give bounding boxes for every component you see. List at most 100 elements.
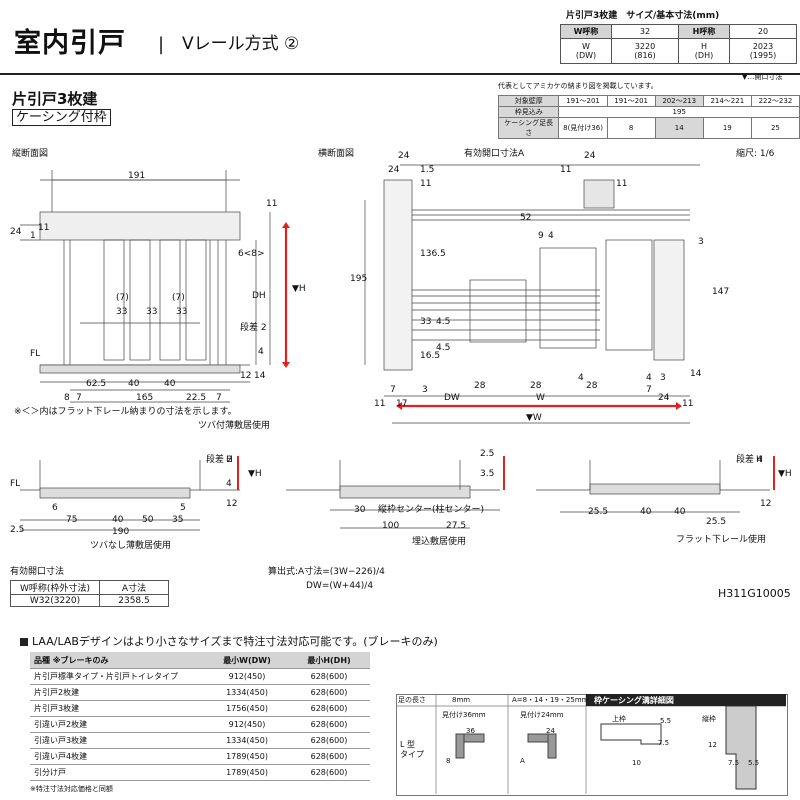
frame-cell: 25 [750,117,800,139]
dim-dw: DW [444,393,460,403]
dim-7-5: 7.5 [728,759,740,767]
min-size-table: 品種 ※ブレーキのみ 最小W(DW) 最小H(DH) 片引戸標準タイプ・片引戸ト… [30,652,370,781]
upper-frame-label: 上枠 [612,715,626,723]
dim-4-5: 4.5 [436,317,451,327]
dim-7: 7 [76,393,82,403]
dim-191: 191 [128,171,146,181]
arrow-left-icon [396,402,402,410]
step-label: 段差 2 [206,455,233,465]
scale-label: 縮尺: 1/6 [736,149,775,159]
bullet-square-icon [20,638,28,646]
dim-62-5: 62.5 [86,379,107,389]
dim-6: 6 [52,503,58,513]
page-title: 室内引戸 [14,28,126,59]
size-caption: 片引戸3枚建 サイズ/基本寸法(mm) [566,11,720,21]
dim-9: 9 [538,231,544,241]
mitsuke-36-label: 見付け36mm [442,711,486,719]
frame-table: 対象壁厚 191〜201 191〜201 202〜213 214〜221 222… [497,95,800,139]
dim-11: 11 [38,223,50,233]
dim-24: 24 [388,165,400,175]
step-label: 段差 4 [736,455,763,465]
dim-28: 28 [530,381,542,391]
dim-33: 33 [146,307,158,317]
dim-w: W [536,393,545,403]
vertical-section-label: 縦断面図 [12,149,49,159]
min-header: 最小H(DH) [288,652,370,669]
dim-11: 11 [374,399,386,409]
frame-cell: 222〜232 [750,95,800,107]
effective-table: W呼称(枠外寸法)A寸法 W32(3220)2358.5 [10,580,169,607]
dim-2-5: 2.5 [10,525,25,535]
h-sub-label: H (DH) [678,38,730,64]
dim-6-8: 6<8> [238,249,265,259]
dim-4: 4 [226,479,232,489]
small-c-caption: フラット下レール使用 [676,535,767,545]
dim-4: 4 [548,231,554,241]
dim-11: 11 [616,179,628,189]
effective-caption: 有効開口寸法 [10,567,65,577]
dim-1-5: 1.5 [420,165,435,175]
formula-line-2: DW=(W+44)/4 [306,581,374,591]
dim-25-5: 25.5 [706,517,727,527]
dim-16-5: 16.5 [420,351,441,361]
step-label: 段差 2 [240,323,267,333]
dim-24: 24 [398,151,410,161]
dim-24: 24 [10,227,22,237]
dim-147: 147 [712,287,730,297]
dim-4-5: 4.5 [436,343,451,353]
dim-h: ▼H [248,469,262,479]
frame-note: 代表としてアミカケの納まり図を掲載しています。 [498,82,658,90]
dim-3: 3 [422,385,428,395]
dim-52: 52 [520,213,532,223]
dim-11: 11 [682,399,694,409]
dim-40: 40 [164,379,176,389]
dim-165: 165 [136,393,154,403]
dim-5-5: 5.5 [660,717,672,725]
dim-14: 14 [690,369,702,379]
dim-24: 24 [584,151,596,161]
effective-col1-header: W呼称(枠外寸法) [10,580,100,595]
dim-h: H [226,455,233,465]
dim-40: 40 [128,379,140,389]
dim-1: 1 [30,231,36,241]
floor-line-label: FL [10,479,21,489]
dim-195: 195 [350,274,368,284]
block-title: 片引戸3枚建 [12,90,98,108]
dim-40: 40 [640,507,652,517]
dim-50: 50 [142,515,154,525]
w-label: W呼称 [560,24,612,39]
dim-36: 36 [466,727,475,735]
min-size-note: ※特注寸法対応価格と同額 [30,785,113,793]
dim-a: A [520,757,525,765]
block-subtitle: ケーシング付枠 [12,109,111,126]
dim-75: 75 [66,515,78,525]
h-sub-value: 2023 (1995) [729,38,797,64]
vertical-caption: ツバ付薄敷居使用 [198,421,271,431]
w-sub-value: 3220 (816) [611,38,679,64]
small-sections [20,460,770,531]
dim-8: 8 [64,393,70,403]
dim-12: 12 [226,499,238,509]
leg-length-label: 足の長さ [398,696,426,704]
frame-cell: ケーシング足長さ [497,117,560,139]
dim-11: 11 [266,199,278,209]
frame-row-wall: 対象壁厚 191〜201 191〜201 202〜213 214〜221 222… [497,95,800,107]
dim-35: 35 [172,515,184,525]
dim-190: 190 [112,527,130,537]
dim-7: 7 [390,385,396,395]
dim-2-5: 2.5 [480,449,495,459]
leg-8mm-label: 8mm [452,696,471,704]
dim-note: ▼…開口寸法 [742,73,783,81]
dim-5: 5 [180,503,186,513]
dim-33: 33 [420,317,432,327]
frame-center-label: 縦枠センター(柱センター) [378,505,485,515]
dim-11: 11 [420,179,432,189]
dim-22-5: 22.5 [186,393,207,403]
min-size-header: 品種 ※ブレーキのみ 最小W(DW) 最小H(DH) [30,652,370,669]
horizontal-section-label: 横断面図 [318,149,355,159]
dim-12: 12 [240,371,252,381]
